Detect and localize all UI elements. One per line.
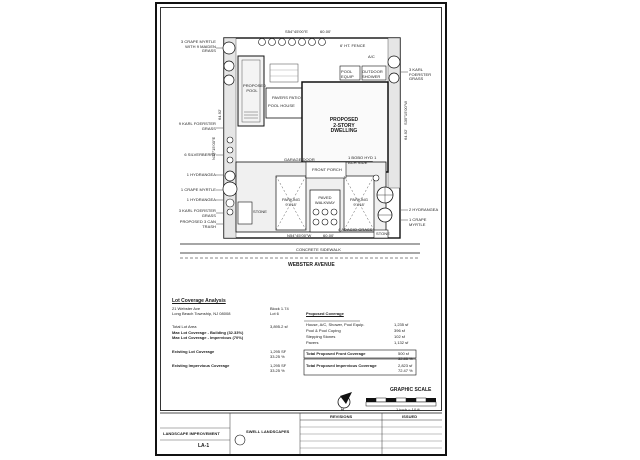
revisions-header: REVISIONS xyxy=(330,414,353,419)
total-lot-area-value: 3,895.2 sf xyxy=(270,324,288,329)
bearing-right: S35°15'00"W xyxy=(403,100,408,125)
block-number: Block 1.74 xyxy=(270,306,289,311)
label-left-5: 1 HYDRANGEA xyxy=(186,197,216,202)
dim-top: 60.00' xyxy=(320,29,332,34)
label-right-2: 2 HYDRANGEA xyxy=(409,207,439,212)
dim-bottom: 60.00' xyxy=(323,233,335,238)
proposed-row-0-value: 1,235 sf xyxy=(394,322,409,327)
street-label: WEBSTER AVENUE xyxy=(288,262,335,268)
pool xyxy=(237,55,265,127)
stone-right-label: STONE xyxy=(376,231,390,236)
total-lot-area-label: Total Lot Area xyxy=(172,324,197,329)
parking-left-label: PARKING 9'X18' xyxy=(281,197,301,207)
garage-door-label: GARAGE DOOR xyxy=(284,157,315,162)
coverage-title: Lot Coverage Analysis xyxy=(172,298,226,304)
max-building-label: Max Lot Coverage - Building (32.33%) xyxy=(172,330,244,335)
parking-left xyxy=(275,175,307,231)
dwelling-line3: DWELLING xyxy=(330,128,358,135)
existing-lot-value: 1,295 SF xyxy=(270,349,287,354)
proposed-row-2-value: 102 sf xyxy=(394,334,405,339)
proposed-title: Proposed Coverage xyxy=(306,311,344,316)
proposed-row-2-label: Stepping Stones xyxy=(306,334,336,339)
plant xyxy=(222,41,236,55)
bearing-bottom: N54°45'00"W xyxy=(287,233,312,238)
dwelling-line1: PROPOSED xyxy=(329,117,359,123)
label-left-0: 3 CRAPE MYRTLE WITH 9 MAIDEN GRASS xyxy=(180,39,216,54)
pool-equip-label: POOL EQUIP xyxy=(341,69,354,79)
walkway-label: PAVED WALKWAY xyxy=(314,195,336,205)
parking-right xyxy=(343,175,375,231)
pavers-patio-label: PAVERS PATIO xyxy=(272,95,301,100)
front-porch-label: FRONT PORCH xyxy=(312,167,342,172)
ac-label: A/C xyxy=(368,54,375,59)
label-left-1: 9 KARL FOERSTER GRASS xyxy=(178,121,216,131)
max-impervious-label: Max Lot Coverage - Impervious (70%) xyxy=(172,335,244,340)
existing-imp-value: 1,295 SF xyxy=(270,363,287,368)
existing-imp-label: Existing Impervious Coverage xyxy=(172,363,230,368)
issued-header: ISSUED xyxy=(402,414,418,419)
total-front-label: Total Proposed Front Coverage xyxy=(306,351,366,356)
stone-left-label: STONE xyxy=(253,209,267,214)
pool-label: PROPOSED POOL xyxy=(243,83,267,93)
proposed-row-1-value: 396 sf xyxy=(394,328,405,333)
existing-lot-pct: 33.25 % xyxy=(270,354,285,359)
proposed-row-3-label: Pavers xyxy=(306,340,319,345)
total-front-value: 500 sf xyxy=(398,351,409,356)
dim-left: 64.92' xyxy=(217,108,222,120)
adagio-label: 4 ADAGIO GRASS xyxy=(338,227,373,232)
address-line1: 21 Webster Ave xyxy=(172,306,201,311)
address-line2: Long Beach Township, NJ 08008 xyxy=(172,311,231,316)
total-imp-label: Total Proposed Impervious Coverage xyxy=(306,363,377,368)
sheet-number: LA-1 xyxy=(198,443,210,449)
total-imp-value: 2,823 sf xyxy=(398,363,413,368)
proposed-row-0-label: House, A/C, Shower, Pool Equip. xyxy=(306,322,365,327)
fence-label: 6' HT. FENCE xyxy=(340,43,366,48)
label-left-4: 1 CRAPE MYRTLE xyxy=(180,187,216,192)
firm-logo xyxy=(234,434,246,446)
dwelling-label: PROPOSED 2-STORY DWELLING xyxy=(316,117,372,135)
dim-right: 64.92' xyxy=(403,128,408,140)
label-left-2: 6 SILVERBERRY xyxy=(184,152,216,157)
label-left-6: 3 KARL FOERSTER GRASS xyxy=(178,208,216,218)
graphic-scale-note: 1 inch = 10 ft. xyxy=(396,407,421,412)
parking-right-label: PARKING 9'X18' xyxy=(349,197,369,207)
bearing-top: S54°45'00"E xyxy=(285,29,309,34)
proposed-row-1-label: Pool & Pool Coping xyxy=(306,328,341,333)
existing-lot-label: Existing Lot Coverage xyxy=(172,349,215,354)
project-name: LANDSCAPE IMPROVEMENT xyxy=(163,431,220,436)
pool-house xyxy=(265,87,303,119)
dwelling-line2: 2-STORY xyxy=(333,122,355,129)
total-front-pct: 32.85 % xyxy=(398,356,413,361)
firm-name: SWELL LANDSCAPES xyxy=(246,429,290,434)
proposed-row-3-value: 1,132 sf xyxy=(394,340,409,345)
pool-house-label: POOL HOUSE xyxy=(268,103,295,108)
outdoor-shower-label: OUTDOOR SHOWER xyxy=(362,69,383,79)
graphic-scale-bar xyxy=(365,397,437,407)
total-imp-pct: 72.47 % xyxy=(398,368,413,373)
label-right-3: 1 CRAPE MYRTLE xyxy=(409,217,427,227)
graphic-scale-title: GRAPHIC SCALE xyxy=(390,387,432,393)
existing-imp-pct: 33.25 % xyxy=(270,368,285,373)
north-label: N xyxy=(341,407,344,412)
drawing-frame xyxy=(160,7,442,411)
label-left-3: 1 HYDRANGEA xyxy=(186,172,216,177)
label-right-0: 3 KARL FOERSTER GRASS xyxy=(409,67,432,82)
lot-number: Lot 6 xyxy=(270,311,279,316)
label-left-7: PROPOSED 3 CAN TRASH xyxy=(179,219,216,229)
label-right-1: 1 BOBO HYD 1 ACH SIDE xyxy=(348,155,377,165)
sidewalk-label: CONCRETE SIDEWALK xyxy=(296,247,341,252)
